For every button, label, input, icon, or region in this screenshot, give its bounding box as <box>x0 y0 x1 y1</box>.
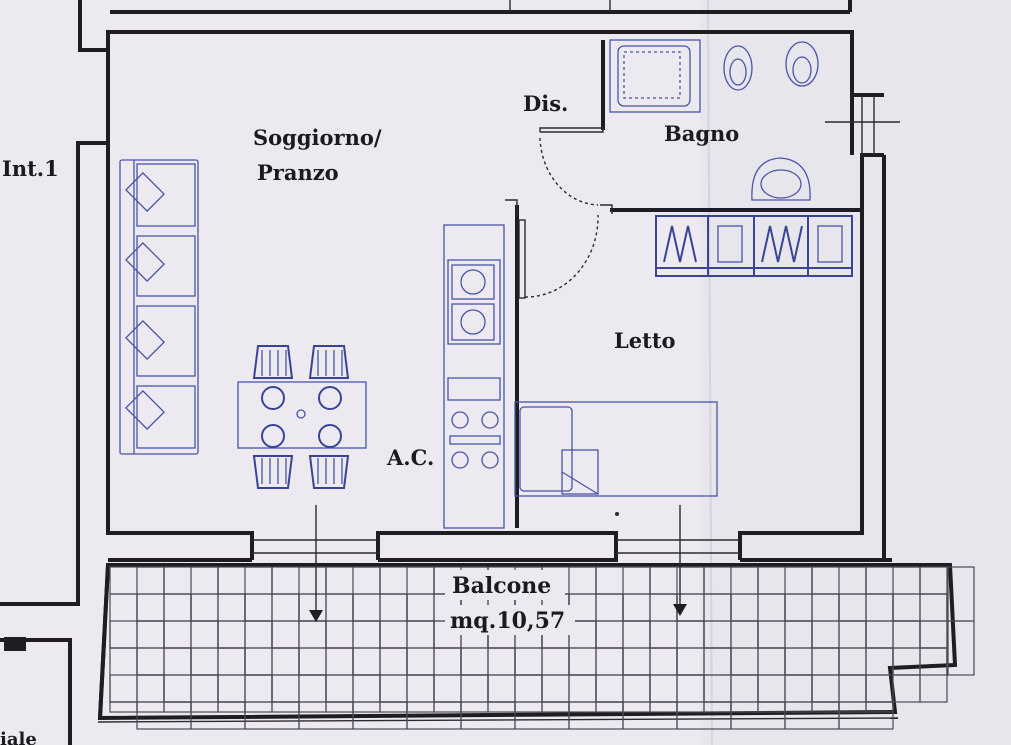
paving-tile <box>946 647 949 676</box>
apartment-walls <box>106 30 900 562</box>
left-neighbour-walls <box>0 141 108 745</box>
bedroom-label: Letto <box>614 328 676 353</box>
bathroom-fixtures <box>609 39 819 201</box>
interior-walls <box>505 40 862 528</box>
bathroom-label: Bagno <box>664 121 739 146</box>
balcony-paving <box>97 563 958 723</box>
dining-table <box>237 345 367 489</box>
upper-walls <box>78 0 852 52</box>
wardrobe <box>655 215 853 277</box>
balcony-area-label: mq.10,57 <box>450 608 565 634</box>
sofa <box>119 159 199 455</box>
balcony-area-mask <box>445 605 575 635</box>
balcony-tiles <box>109 566 975 730</box>
unit-label: Int.1 <box>2 156 59 181</box>
living-room-label: Soggiorno/ <box>253 125 382 150</box>
paving-tile <box>946 593 949 622</box>
paper-shade <box>700 0 1011 745</box>
kitchen-counter <box>443 224 505 529</box>
dining-room-label: Pranzo <box>257 160 339 185</box>
hall-label: Dis. <box>523 91 568 116</box>
corner-fragment-label: iale <box>0 729 37 745</box>
paving-tile <box>865 701 894 713</box>
balcony-name-label: Balcone <box>452 573 551 599</box>
bed <box>514 401 718 516</box>
balcony-name-mask <box>445 570 565 600</box>
balcony-arrows <box>309 505 687 622</box>
kitchen-label: A.C. <box>386 445 434 470</box>
